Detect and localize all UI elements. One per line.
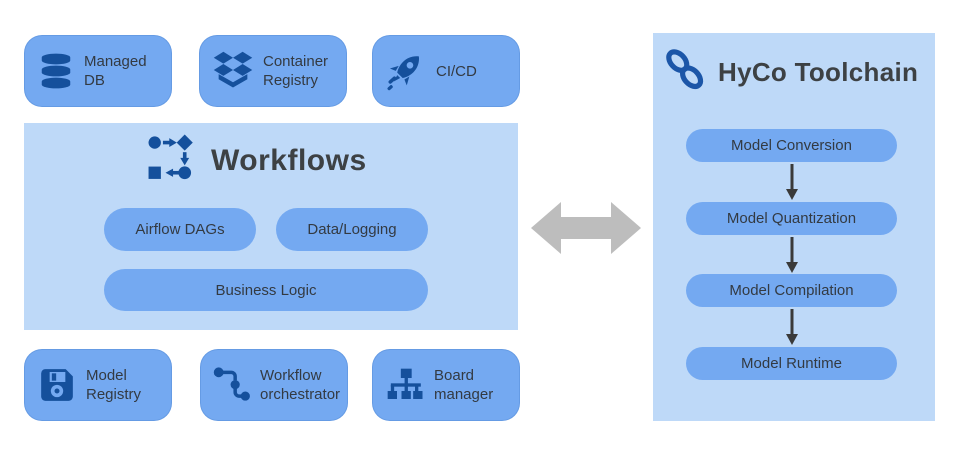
toolchain-title: HyCo Toolchain (718, 57, 919, 87)
pill-airflow-dags: Airflow DAGs (104, 208, 256, 251)
node-container-registry: Container Registry (199, 35, 347, 107)
hierarchy-icon (385, 365, 425, 405)
workflows-header: Workflows (146, 134, 367, 187)
open-box-icon (212, 49, 254, 93)
toolchain-header: HyCo Toolchain (664, 47, 918, 98)
node-label: Board manager (434, 367, 494, 403)
node-label: Model Registry (86, 367, 142, 403)
step-model-conversion: Model Conversion (686, 129, 897, 162)
step-model-compilation: Model Compilation (686, 274, 897, 307)
floppy-disk-icon (37, 364, 77, 406)
pill-business-logic: Business Logic (104, 269, 428, 311)
node-cicd: CI/CD (372, 35, 520, 107)
rocket-icon (385, 49, 427, 93)
step-model-runtime: Model Runtime (686, 347, 897, 380)
toolchain-panel: HyCo Toolchain Model Conversion Model Qu… (653, 33, 935, 421)
node-label: CI/CD (436, 62, 477, 80)
chain-icon (664, 47, 706, 98)
database-icon (37, 49, 75, 93)
workflow-icon (146, 134, 196, 187)
node-model-registry: Model Registry (24, 349, 172, 421)
node-label: Managed DB (84, 53, 147, 89)
down-arrow-icon (785, 309, 799, 345)
node-managed-db: Managed DB (24, 35, 172, 107)
node-label: Workflow orchestrator (260, 367, 341, 403)
workflows-title: Workflows (211, 143, 367, 177)
node-workflow-orchestrator: Workflow orchestrator (200, 349, 348, 421)
step-model-quantization: Model Quantization (686, 202, 897, 235)
node-label: Container Registry (263, 53, 329, 89)
node-board-manager: Board manager (372, 349, 520, 421)
pill-data-logging: Data/Logging (276, 208, 428, 251)
workflows-panel: Workflows Airflow DAGs Data/Logging Busi… (24, 123, 518, 330)
double-arrow-icon (531, 196, 641, 260)
down-arrow-icon (785, 237, 799, 273)
route-icon (213, 364, 251, 406)
down-arrow-icon (785, 164, 799, 200)
